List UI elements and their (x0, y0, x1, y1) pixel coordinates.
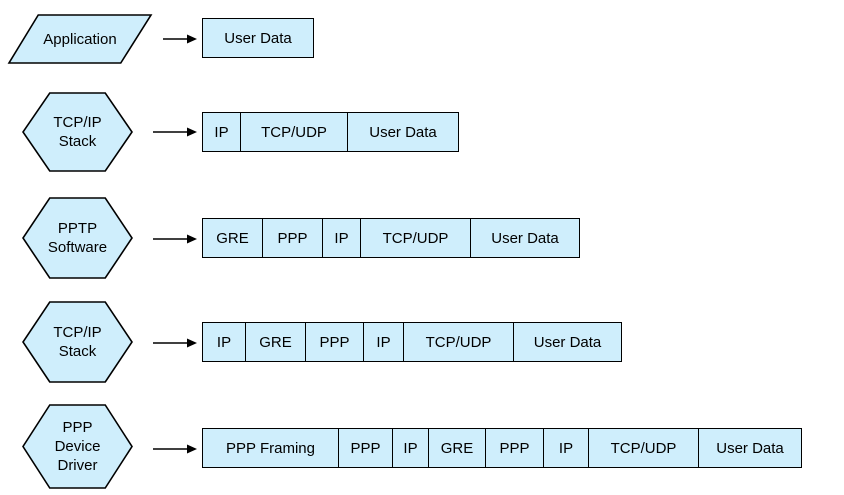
packet-segment: User Data (471, 219, 579, 257)
stage-shape-pptp-software: PPTP Software (22, 197, 133, 279)
stage-shape-tcpip-stack-2: TCP/IP Stack (22, 301, 133, 383)
packet-segment: PPP Framing (203, 429, 339, 467)
packet-segment: GRE (203, 219, 263, 257)
packet-segment: IP (323, 219, 361, 257)
packet-segment: PPP (486, 429, 544, 467)
packet-segment: PPP (306, 323, 364, 361)
packet-segment: User Data (514, 323, 621, 361)
packet-segment: GRE (429, 429, 486, 467)
packet-segment: IP (544, 429, 589, 467)
packet-segment: PPP (263, 219, 323, 257)
packet-segment: TCP/UDP (404, 323, 514, 361)
packet-segment: User Data (348, 113, 458, 151)
packet-segment: TCP/UDP (241, 113, 348, 151)
stage-label-pptp-software: PPTP Software (47, 220, 108, 256)
right-arrow-icon (153, 442, 197, 454)
stage-shape-application: Application (7, 14, 153, 64)
stage-shape-ppp-device-driver: PPP Device Driver (22, 404, 133, 489)
stage-shape-tcpip-stack-1: TCP/IP Stack (22, 92, 133, 172)
stage-label-ppp-device-driver: PPP Device Driver (54, 419, 101, 474)
stage-label-tcpip-stack-2: TCP/IP Stack (53, 324, 102, 360)
stage-label-application: Application (43, 30, 117, 48)
right-arrow-icon (153, 336, 197, 348)
packet-segment: TCP/UDP (589, 429, 699, 467)
packet-segment: IP (364, 323, 404, 361)
packet-segment: User Data (699, 429, 801, 467)
packet-segment: TCP/UDP (361, 219, 471, 257)
packet-segment: User Data (203, 19, 313, 57)
right-arrow-icon (153, 232, 197, 244)
packet-bar-application: User Data (202, 18, 314, 58)
packet-segment: PPP (339, 429, 393, 467)
packet-segment: IP (393, 429, 429, 467)
stage-label-tcpip-stack-1: TCP/IP Stack (53, 114, 102, 150)
right-arrow-icon (153, 125, 197, 137)
packet-segment: IP (203, 113, 241, 151)
packet-segment: IP (203, 323, 246, 361)
right-arrow-icon (163, 32, 197, 44)
packet-segment: GRE (246, 323, 306, 361)
